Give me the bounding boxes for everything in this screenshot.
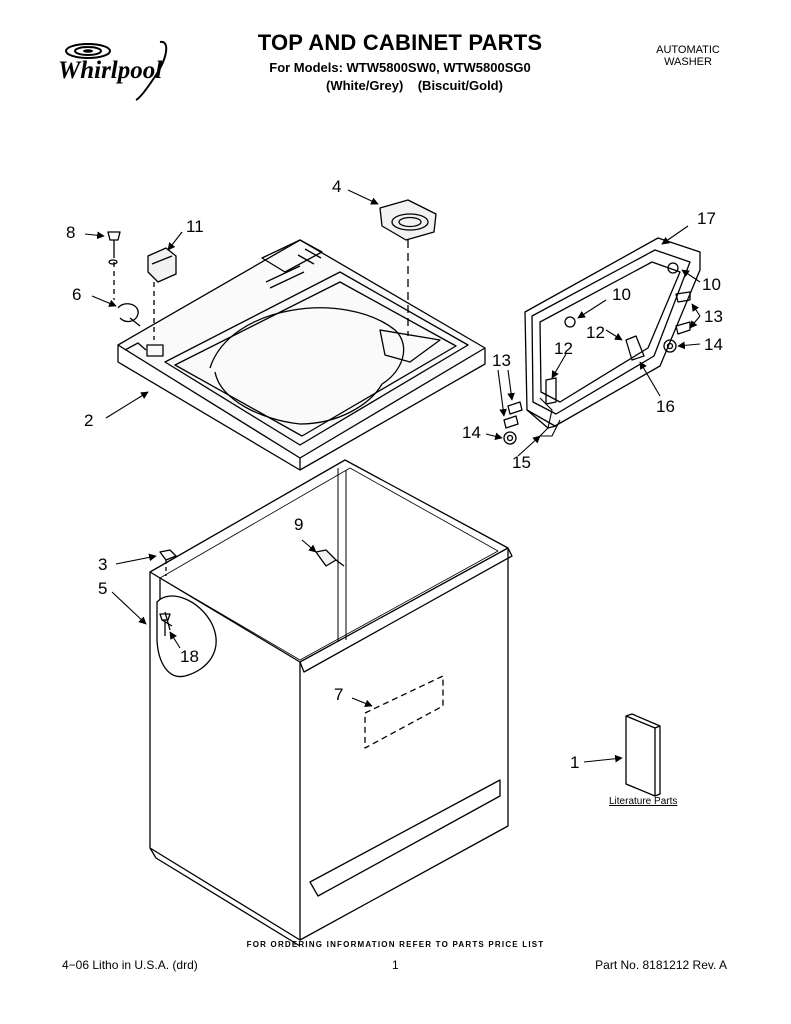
callout-14-left: 14 bbox=[462, 423, 481, 442]
callout-15: 15 bbox=[512, 453, 531, 472]
callout-5: 5 bbox=[98, 579, 107, 598]
model-numbers: For Models: WTW5800SW0, WTW5800SG0 bbox=[269, 60, 531, 75]
callout-10-left: 10 bbox=[612, 285, 631, 304]
callout-13-right: 13 bbox=[704, 307, 723, 326]
top-panel bbox=[117, 239, 486, 471]
callout-14-right: 14 bbox=[704, 335, 723, 354]
brand-wordmark: Whirlpool bbox=[58, 57, 162, 84]
callout-7: 7 bbox=[334, 685, 343, 704]
callout-12-lower: 12 bbox=[554, 339, 573, 358]
appliance-type-line2: WASHER bbox=[664, 56, 712, 68]
appliance-type-line1: AUTOMATIC bbox=[656, 44, 720, 56]
callout-4: 4 bbox=[332, 177, 341, 196]
page-number: 1 bbox=[392, 958, 399, 972]
label-outline bbox=[364, 675, 444, 749]
callout-17: 17 bbox=[697, 209, 716, 228]
literature-parts-label: Literature Parts bbox=[609, 796, 677, 807]
hardware-parts bbox=[107, 231, 691, 636]
bleach-dispenser bbox=[379, 199, 437, 336]
whirlpool-logo: Whirlpool bbox=[58, 40, 168, 101]
callout-12-upper: 12 bbox=[586, 323, 605, 342]
callout-11: 11 bbox=[186, 217, 204, 236]
callout-3: 3 bbox=[98, 555, 107, 574]
part-number: Part No. 8181212 Rev. A bbox=[595, 958, 727, 972]
callout-1: 1 bbox=[570, 753, 579, 772]
callout-13-left: 13 bbox=[492, 351, 511, 370]
callout-16: 16 bbox=[656, 397, 675, 416]
callout-18: 18 bbox=[180, 647, 199, 666]
callout-9: 9 bbox=[294, 515, 303, 534]
page-title: TOP AND CABINET PARTS bbox=[257, 30, 543, 55]
ordering-note: FOR ORDERING INFORMATION REFER TO PARTS … bbox=[246, 940, 545, 949]
callout-6: 6 bbox=[72, 285, 81, 304]
cabinet bbox=[149, 459, 513, 947]
model-colors: (White/Grey) (Biscuit/Gold) bbox=[326, 78, 503, 93]
litho-info: 4−06 Litho in U.S.A. (drd) bbox=[62, 958, 198, 972]
callout-2: 2 bbox=[84, 411, 93, 430]
literature-pack bbox=[625, 713, 661, 797]
appliance-type: AUTOMATIC WASHER bbox=[628, 44, 748, 68]
callout-8: 8 bbox=[66, 223, 75, 242]
callout-10-right: 10 bbox=[702, 275, 721, 294]
